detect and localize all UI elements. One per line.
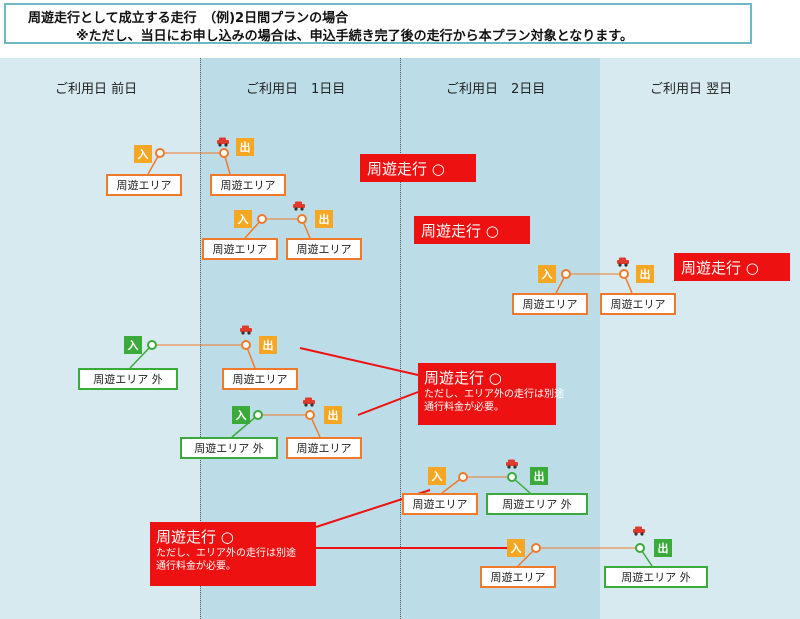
exit-tag: 出 <box>636 265 654 283</box>
header-note: ※ただし、当日にお申し込みの場合は、申込手続き完了後の走行から本プラン対象となり… <box>76 29 633 44</box>
area-box: 周遊エリア <box>480 566 556 588</box>
area-outside-box: 周遊エリア 外 <box>486 493 588 515</box>
car-icon <box>506 459 518 469</box>
exit-tag: 出 <box>259 336 277 354</box>
valid-banner: 周遊走行 ○ <box>414 216 530 244</box>
area-box: 周遊エリア <box>210 174 286 196</box>
entry-tag: 入 <box>538 265 556 283</box>
area-outside-box: 周遊エリア 外 <box>180 437 278 459</box>
car-icon <box>240 325 252 335</box>
car-icon <box>633 526 645 536</box>
area-box: 周遊エリア <box>106 174 182 196</box>
banner-text: 周遊走行 ○ <box>681 259 759 277</box>
area-box: 周遊エリア <box>402 493 478 515</box>
entry-tag: 入 <box>507 539 525 557</box>
exit-tag: 出 <box>530 467 548 485</box>
area-box: 周遊エリア <box>222 368 298 390</box>
entry-tag: 入 <box>124 336 142 354</box>
valid-banner: 周遊走行 ○ <box>674 253 790 281</box>
valid-banner: 周遊走行 ○ <box>360 154 476 182</box>
area-outside-box: 周遊エリア 外 <box>78 368 178 390</box>
area-outside-box: 周遊エリア 外 <box>604 566 708 588</box>
entry-tag: 入 <box>234 210 252 228</box>
banner-note-line1: ただし、エリア外の走行は別途 <box>156 548 296 559</box>
car-icon <box>617 257 629 267</box>
car-icon <box>217 137 229 147</box>
banner-note-line2: 通行料金が必要。 <box>424 402 504 413</box>
banner-text: 周遊走行 ○ <box>367 160 445 178</box>
entry-tag: 入 <box>232 406 250 424</box>
valid-with-note-banner: 周遊走行 ○ ただし、エリア外の走行は別途 通行料金が必要。 <box>150 522 316 586</box>
car-icon <box>293 201 305 211</box>
area-box: 周遊エリア <box>202 238 278 260</box>
column-label-day2: ご利用日 2日目 <box>446 82 546 97</box>
area-box: 周遊エリア <box>286 238 362 260</box>
header-box: 周遊走行として成立する走行 （例)2日間プランの場合 ※ただし、当日にお申し込み… <box>4 3 752 44</box>
column-label-day-before: ご利用日 前日 <box>55 82 138 97</box>
exit-tag: 出 <box>236 138 254 156</box>
car-icon <box>303 397 315 407</box>
banner-text: 周遊走行 ○ <box>424 369 502 387</box>
banner-text: 周遊走行 ○ <box>156 528 234 546</box>
entry-tag: 入 <box>428 467 446 485</box>
node-circles <box>147 148 645 553</box>
exit-tag: 出 <box>324 406 342 424</box>
area-box: 周遊エリア <box>286 437 362 459</box>
header-title: 周遊走行として成立する走行 （例)2日間プランの場合 <box>28 11 349 26</box>
column-label-day1: ご利用日 1日目 <box>246 82 346 97</box>
valid-with-note-banner: 周遊走行 ○ ただし、エリア外の走行は別途 通行料金が必要。 <box>418 363 564 425</box>
entry-tag: 入 <box>134 145 152 163</box>
area-box: 周遊エリア <box>512 293 588 315</box>
exit-tag: 出 <box>315 210 333 228</box>
column-day-after <box>600 58 800 619</box>
exit-tag: 出 <box>654 539 672 557</box>
banner-note-line1: ただし、エリア外の走行は別途 <box>424 389 564 400</box>
banner-text: 周遊走行 ○ <box>421 222 499 240</box>
column-label-day-after: ご利用日 翌日 <box>650 82 733 97</box>
area-box: 周遊エリア <box>600 293 676 315</box>
banner-note-line2: 通行料金が必要。 <box>156 561 236 572</box>
